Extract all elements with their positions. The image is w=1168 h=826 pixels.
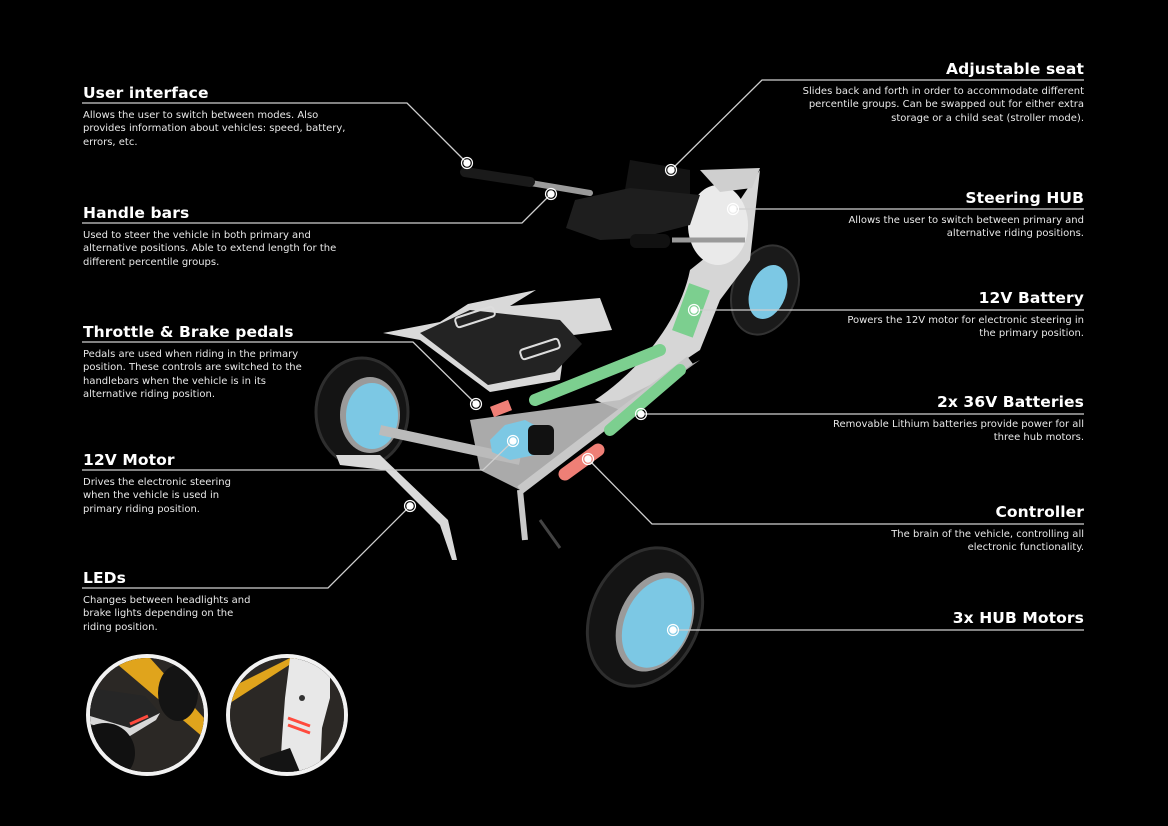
rear-led-photo (230, 658, 344, 772)
callout-title: 3x HUB Motors (952, 609, 1084, 627)
controller (490, 399, 605, 481)
callout-throttle-brake: Throttle & Brake pedals Pedals are used … (83, 322, 318, 402)
leader-leds (82, 505, 411, 589)
callout-description: Powers the 12V motor for electronic stee… (847, 315, 1084, 340)
marker-dot (666, 623, 680, 637)
callout-description: Used to steer the vehicle in both primar… (83, 230, 337, 268)
front-wheel-bottom (585, 546, 705, 688)
leader-user-interface (82, 102, 468, 164)
marker-dot (664, 163, 678, 177)
callout-description: Allows the user to switch between modes.… (83, 110, 346, 148)
callout-user-interface: User interface Allows the user to switch… (83, 83, 358, 149)
leader-adjustable-seat (670, 79, 1084, 171)
callout-title: 2x 36V Batteries (936, 393, 1084, 411)
front-led-photo (90, 658, 204, 772)
callout-title: Controller (995, 503, 1084, 521)
marker-dot (469, 397, 483, 411)
marker-dot (544, 187, 558, 201)
callout-12v-battery: 12V Battery Powers the 12V motor for ele… (834, 288, 1084, 341)
callout-description: Slides back and forth in order to accomm… (802, 86, 1084, 124)
marker-dot (460, 156, 474, 170)
callout-steering-hub: Steering HUB Allows the user to switch b… (844, 188, 1084, 241)
marker-dot (403, 499, 417, 513)
callout-title: Adjustable seat (946, 60, 1084, 78)
leader-controller (587, 458, 1084, 525)
marker-dot (726, 202, 740, 216)
callout-hub-motors: 3x HUB Motors (884, 608, 1084, 628)
callout-controller: Controller The brain of the vehicle, con… (864, 502, 1084, 555)
callout-title: 12V Motor (83, 451, 175, 469)
callout-title: Throttle & Brake pedals (83, 323, 294, 341)
handle-bar (460, 167, 745, 243)
frame (378, 170, 760, 549)
inset-photo-rear-led (226, 654, 348, 776)
callout-adjustable-seat: Adjustable seat Slides back and forth in… (794, 59, 1084, 125)
callout-description: Drives the electronic steering when the … (83, 477, 231, 515)
callout-title: 12V Battery (978, 289, 1084, 307)
callout-description: Removable Lithium batteries provide powe… (833, 419, 1084, 444)
leader-handle-bars (82, 193, 552, 224)
front-wheel-left (314, 356, 410, 468)
callout-description: The brain of the vehicle, controlling al… (891, 529, 1084, 554)
footboard (383, 290, 612, 392)
callout-title: Steering HUB (965, 189, 1084, 207)
callout-title: Handle bars (83, 204, 190, 222)
inset-photo-front-led (86, 654, 208, 776)
callout-description: Allows the user to switch between primar… (848, 215, 1084, 240)
callout-title: LEDs (83, 569, 126, 587)
seat (566, 160, 700, 248)
callout-36v-batteries: 2x 36V Batteries Removable Lithium batte… (814, 392, 1084, 445)
leader-12v-motor (82, 440, 514, 471)
marker-dot (581, 452, 595, 466)
rear-wheel-top (730, 244, 800, 336)
led-fender (336, 455, 457, 560)
callout-12v-motor: 12V Motor Drives the electronic steering… (83, 450, 248, 516)
callout-handle-bars: Handle bars Used to steer the vehicle in… (83, 203, 348, 269)
callout-title: User interface (83, 84, 209, 102)
callout-description: Pedals are used when riding in the prima… (83, 349, 302, 401)
callout-description: Changes between headlights and brake lig… (83, 595, 251, 633)
leader-throttle-brake (82, 341, 477, 405)
steering-hub (688, 168, 760, 265)
marker-dot (634, 407, 648, 421)
marker-dot (687, 303, 701, 317)
callout-leds: LEDs Changes between headlights and brak… (83, 568, 263, 634)
marker-dot (506, 434, 520, 448)
